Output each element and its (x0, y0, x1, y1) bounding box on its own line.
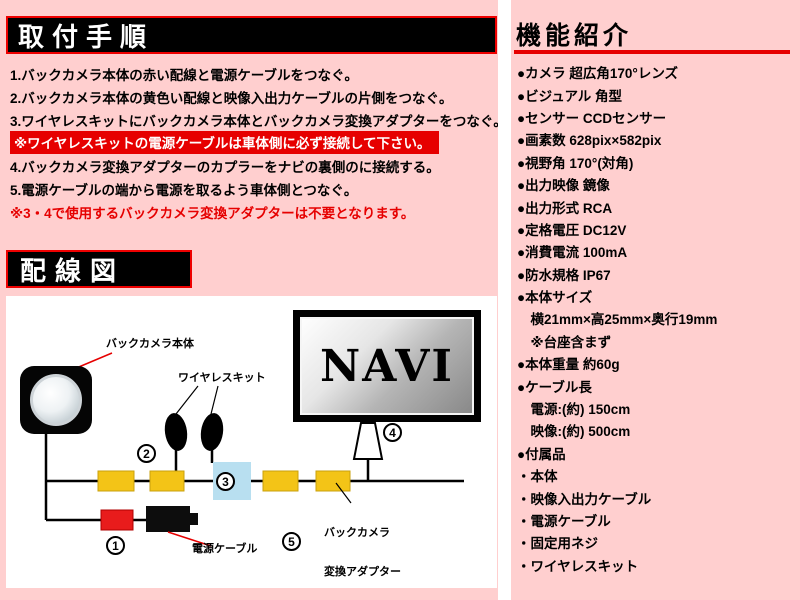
spec-list: ●カメラ 超広角170°レンズ ●ビジュアル 角型 ●センサー CCDセンサー … (517, 61, 797, 576)
install-step: 1.バックカメラ本体の赤い配線と電源ケーブルをつなぐ。 (10, 67, 358, 83)
spec-item: ●出力形式 RCA (517, 200, 613, 216)
spec-item: ●定格電圧 DC12V (517, 222, 627, 238)
spec-item: 横21mm×高25mm×奥行19mm (517, 312, 718, 328)
features-title-underline (514, 50, 790, 54)
black-connector (146, 506, 198, 532)
spec-item: ●防水規格 IP67 (517, 267, 611, 283)
camera-unit (20, 366, 92, 434)
adapter-label: バックカメラ 変換アダプター ※付属していません。 (324, 527, 401, 578)
spec-item: ●画素数 628pix×582pix (517, 133, 662, 149)
install-step-note: ※3・4で使用するバックカメラ変換アダプターは不要となります。 (10, 205, 415, 221)
spec-item: ※台座含まず (517, 334, 612, 350)
spec-item: ・映像入出力ケーブル (517, 491, 652, 507)
wireless-kit-label: ワイヤレスキット (178, 372, 266, 384)
step-number-4: 4 (383, 423, 402, 442)
install-title: 取付手順 (18, 21, 155, 52)
spec-item: ・固定用ネジ (517, 536, 598, 552)
spec-item: ●消費電流 100mA (517, 245, 628, 261)
wiring-diagram: NAVI バックカメラ本体 ワイヤレスキット バックカメラ 変換アダプター ※付… (6, 296, 497, 588)
navi-label: NAVI (320, 340, 454, 392)
install-step: 4.バックカメラ変換アダプターのカプラーをナビの裏側のに接続する。 (10, 159, 440, 175)
features-title: 機能紹介 (516, 22, 633, 50)
spec-item: ・電源ケーブル (517, 514, 611, 529)
power-cable-label: 電源ケーブル (192, 543, 258, 555)
spec-item: ・本体 (517, 469, 558, 485)
spec-item: ●ケーブル長 (517, 379, 592, 395)
wireless-antennas (164, 413, 224, 451)
spec-item: ●ビジュアル 角型 (517, 88, 623, 104)
step-number-5: 5 (282, 532, 301, 551)
section-header-wiring: 配線図 (6, 250, 192, 288)
yellow-connectors (97, 470, 351, 492)
section-header-install: 取付手順 (6, 16, 497, 54)
install-step-warning: ※ワイヤレスキットの電源ケーブルは車体側に必ず接続して下さい。 (10, 131, 496, 154)
spec-item: ●センサー CCDセンサー (517, 110, 667, 126)
install-step: 5.電源ケーブルの端から電源を取るよう車体側とつなぐ。 (10, 182, 358, 198)
spec-item: ●付属品 (517, 446, 566, 462)
camera-label: バックカメラ本体 (106, 338, 194, 350)
step-number-1: 1 (106, 536, 125, 555)
navi-plug (352, 422, 384, 460)
install-step: 3.ワイヤレスキットにバックカメラ本体とバックカメラ変換アダプターをつなぐ。 (10, 113, 507, 129)
wiring-lines-svg (44, 352, 464, 547)
install-step: 2.バックカメラ本体の黄色い配線と映像入出力ケーブルの片側をつなぐ。 (10, 90, 453, 106)
spec-item: ●本体重量 約60g (517, 357, 620, 373)
install-steps: 1.バックカメラ本体の赤い配線と電源ケーブルをつなぐ。 2.バックカメラ本体の黄… (10, 62, 507, 223)
step-number-3: 3 (216, 472, 235, 491)
navi-unit: NAVI (293, 310, 481, 422)
spec-item: ●カメラ 超広角170°レンズ (517, 66, 679, 82)
panel-divider (498, 0, 511, 600)
leader-lines-black (175, 385, 352, 504)
spec-item: ●出力映像 鏡像 (517, 178, 610, 194)
red-connector (100, 509, 134, 531)
wires (44, 434, 464, 522)
step-number-2: 2 (137, 444, 156, 463)
spec-item: ●本体サイズ (517, 290, 593, 306)
spec-item: 電源:(約) 150cm (517, 402, 631, 418)
spec-item: ・ワイヤレスキット (517, 558, 639, 574)
camera-lens-icon (30, 374, 82, 426)
spec-item: ●視野角 170°(対角) (517, 155, 634, 171)
spec-item: 映像:(約) 500cm (517, 424, 631, 440)
wiring-title: 配線図 (20, 255, 126, 286)
navi-screen: NAVI (300, 317, 474, 415)
